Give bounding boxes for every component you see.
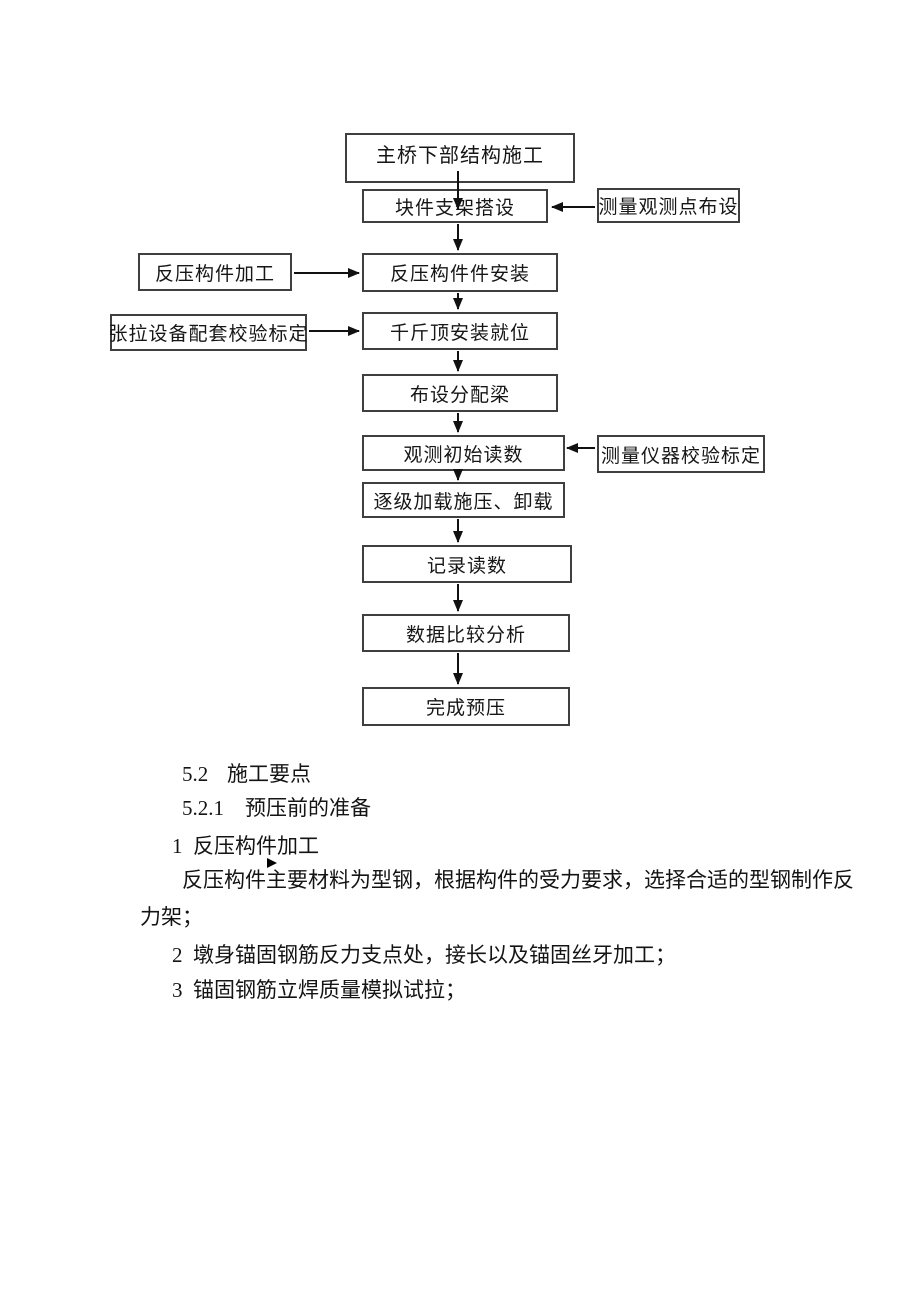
flow-box-record-readings: 记录读数 <box>362 545 572 583</box>
preloading-process-flowchart: 主桥下部结构施工 块件支架搭设 反压构件件安装 千斤顶安装就位 布设分配梁 观测… <box>109 133 765 726</box>
heading-5-2-number: 5.2 <box>182 762 209 786</box>
list-item-3: 3 锚固钢筋立焊质量模拟试拉； <box>172 979 466 1002</box>
list-item-3-text: 锚固钢筋立焊质量模拟试拉； <box>193 978 466 1002</box>
flow-box-jack-installation-in-place: 千斤顶安装就位 <box>362 312 558 350</box>
list-item-2-number: 2 <box>172 943 183 967</box>
heading-5-2: 5.2 施工要点 <box>182 763 311 786</box>
small-right-triangle-icon <box>267 858 277 868</box>
list-item-2-text: 墩身锚固钢筋反力支点处，接长以及锚固丝牙加工； <box>193 943 676 967</box>
flow-box-measuring-instrument-calibration: 测量仪器校验标定 <box>597 435 765 473</box>
list-item-1-text: 反压构件加工 <box>193 834 319 858</box>
list-item-1-number: 1 <box>172 834 183 858</box>
heading-5-2-1-number: 5.2.1 <box>182 796 224 820</box>
flow-box-counter-pressure-member-installation: 反压构件件安装 <box>362 253 558 292</box>
list-item-2: 2 墩身锚固钢筋反力支点处，接长以及锚固丝牙加工； <box>172 944 676 967</box>
flow-box-distribution-beam-layout: 布设分配梁 <box>362 374 558 412</box>
list-item-3-number: 3 <box>172 978 183 1002</box>
flow-box-tensioning-equipment-calibration: 张拉设备配套校验标定 <box>109 314 308 351</box>
heading-5-2-1-title: 预压前的准备 <box>245 796 371 820</box>
flow-box-survey-observation-point-layout: 测量观测点布设 <box>597 188 740 223</box>
flow-box-observe-initial-readings: 观测初始读数 <box>362 435 565 471</box>
list-item-1: 1 反压构件加工 <box>172 835 319 858</box>
flow-box-preloading-complete: 完成预压 <box>362 687 570 726</box>
flow-box-staged-loading-pressing-unloading: 逐级加载施压、卸载 <box>362 482 565 518</box>
flow-box-block-support-erection: 块件支架搭设 <box>362 189 548 223</box>
heading-5-2-1: 5.2.1 预压前的准备 <box>182 797 371 820</box>
heading-5-2-title: 施工要点 <box>227 762 311 786</box>
paragraph-line-1: 反压构件主要材料为型钢，根据构件的受力要求，选择合适的型钢制作反 <box>182 868 854 892</box>
paragraph-line-2: 力架； <box>140 905 203 929</box>
flow-box-counter-pressure-member-fabrication: 反压构件加工 <box>138 253 292 291</box>
flow-box-main-bridge-substructure-construction: 主桥下部结构施工 <box>345 133 575 183</box>
flow-box-data-comparison-analysis: 数据比较分析 <box>362 614 570 652</box>
